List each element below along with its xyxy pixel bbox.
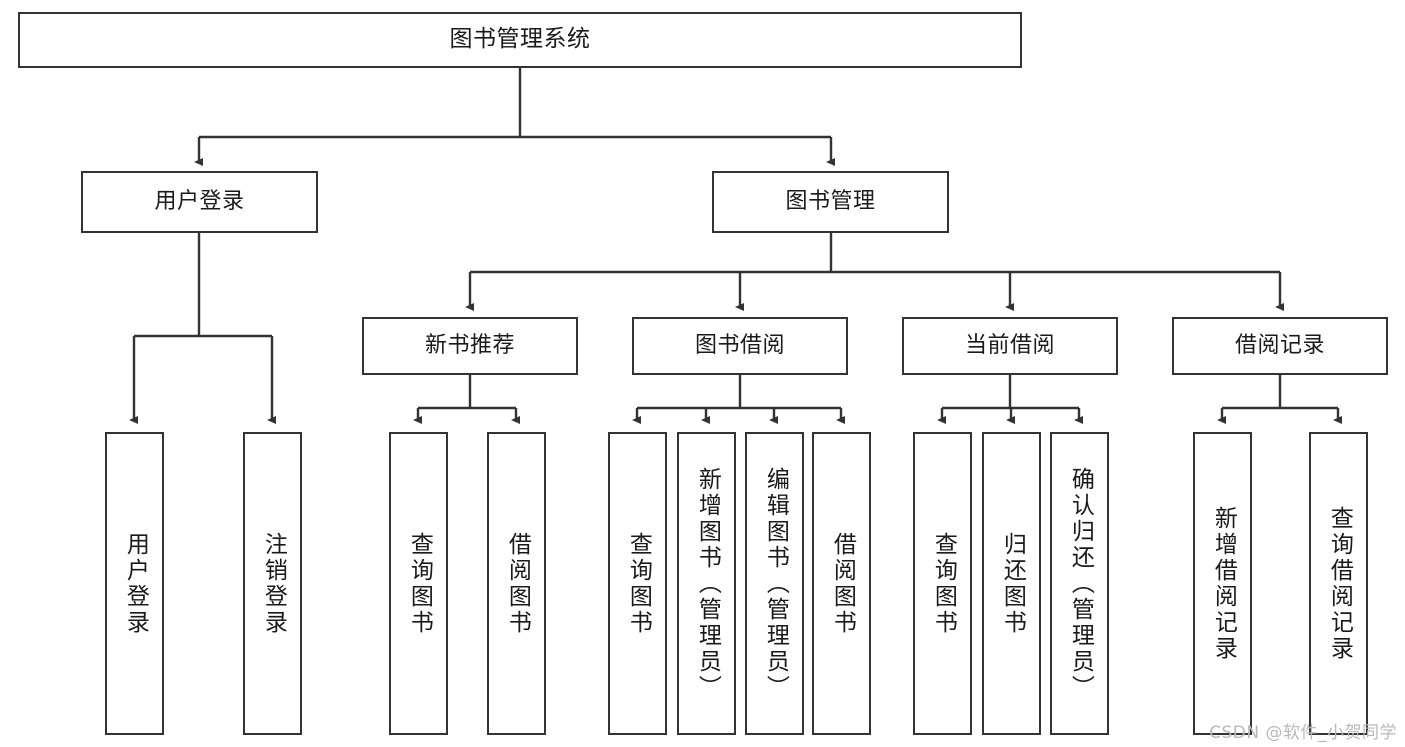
node-label: 查询图书 [930,531,957,636]
node-new-book-recommendation[interactable]: 新书推荐 [362,317,578,375]
leaf-book-borrow-add[interactable]: 新增图书（管理员） [677,432,736,735]
node-label: 新增借阅记录 [1210,505,1237,662]
node-label: 确认归还（管理员） [1067,466,1094,701]
node-label: 借阅图书 [504,531,531,636]
leaf-user-login-signin[interactable]: 用户登录 [105,432,164,735]
leaf-book-borrow-edit[interactable]: 编辑图书（管理员） [745,432,804,735]
node-label: 归还图书 [999,531,1026,636]
node-label: 图书借阅 [694,332,785,358]
node-label: 图书管理系统 [449,26,591,53]
node-label: 注销登录 [260,531,287,636]
leaf-borrow-record-query[interactable]: 查询借阅记录 [1309,432,1368,735]
node-label: 查询借阅记录 [1326,505,1353,662]
node-label: 查询图书 [406,531,433,636]
node-book-management-system[interactable]: 图书管理系统 [18,12,1022,68]
node-current-borrowing[interactable]: 当前借阅 [902,317,1118,375]
leaf-new-book-borrow[interactable]: 借阅图书 [487,432,546,735]
node-book-management[interactable]: 图书管理 [712,171,949,233]
node-label: 图书管理 [785,188,876,214]
leaf-current-borrow-query[interactable]: 查询图书 [913,432,972,735]
leaf-book-borrow-query[interactable]: 查询图书 [608,432,667,735]
leaf-new-book-query[interactable]: 查询图书 [389,432,448,735]
node-label: 新书推荐 [424,332,515,358]
node-label: 用户登录 [154,188,245,214]
leaf-current-borrow-confirm-return[interactable]: 确认归还（管理员） [1050,432,1109,735]
leaf-borrow-record-add[interactable]: 新增借阅记录 [1193,432,1252,735]
node-label: 编辑图书（管理员） [762,466,789,701]
node-borrowing-record[interactable]: 借阅记录 [1172,317,1388,375]
node-label: 查询图书 [625,531,652,636]
node-label: 借阅图书 [829,531,856,636]
node-user-login[interactable]: 用户登录 [81,171,318,233]
leaf-current-borrow-return[interactable]: 归还图书 [982,432,1041,735]
leaf-book-borrow-borrow[interactable]: 借阅图书 [812,432,871,735]
node-label: 用户登录 [122,531,149,636]
node-label: 借阅记录 [1234,332,1325,358]
node-label: 当前借阅 [964,332,1055,358]
leaf-user-login-signout[interactable]: 注销登录 [243,432,302,735]
node-book-borrowing[interactable]: 图书借阅 [632,317,848,375]
node-label: 新增图书（管理员） [694,466,721,701]
